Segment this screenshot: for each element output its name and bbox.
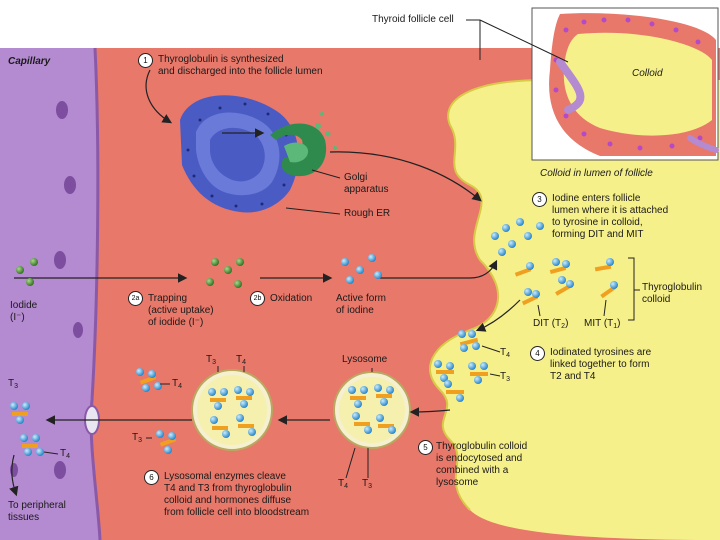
step-1-line-2: and discharged into the follicle lumen xyxy=(158,66,323,77)
capillary-t3-label: T3 xyxy=(8,378,19,390)
lysosome-right xyxy=(333,371,411,449)
to-peripheral-line-1: To peripheral xyxy=(8,500,66,511)
rough-er-label: Rough ER xyxy=(344,208,391,219)
capillary-label: Capillary xyxy=(8,56,51,67)
step-1-badge: 1 xyxy=(138,53,153,68)
colloid-in-lumen-label: Colloid in lumen of follicle xyxy=(540,168,653,179)
dit-mit-molecules xyxy=(514,258,618,306)
step-1-line-1: Thyroglobulin is synthesized xyxy=(158,54,284,65)
step-4-line-1: Iodinated tyrosines are xyxy=(550,347,652,358)
active-iodine-line-1: Active form xyxy=(336,293,387,304)
free-t3-label: T3 xyxy=(132,432,143,444)
golgi-apparatus xyxy=(270,112,337,177)
iodide-label: Iodide xyxy=(10,300,38,311)
golgi-label-1: Golgi xyxy=(344,172,368,183)
step-6-badge: 6 xyxy=(144,470,159,485)
left-lysosome-t3-label: T3 xyxy=(206,354,217,366)
step-6-line-2: T4 and T3 from thyroglobulin xyxy=(164,483,292,494)
step-3-badge: 3 xyxy=(532,192,547,207)
step-2a-line-1: Trapping xyxy=(148,293,188,304)
step-4-line-2: linked together to form xyxy=(550,359,650,370)
step-3-line-1: Iodine enters follicle xyxy=(552,193,641,204)
thyroglobulin-colloid-line-1: Thyroglobulin xyxy=(642,282,703,293)
capillary xyxy=(0,48,100,540)
step-5-line-1: Thyroglobulin colloid xyxy=(436,441,528,452)
step-2a-line-2: (active uptake) xyxy=(148,305,214,316)
thyroglobulin-colloid-line-2: colloid xyxy=(642,294,671,305)
t3-t4-colloid xyxy=(434,330,488,402)
thyroid-follicle-cell-label: Thyroid follicle cell xyxy=(372,14,454,25)
step-3-line-3: to tyrosine in colloid, xyxy=(552,217,643,228)
step-4-line-3: T2 and T4 xyxy=(550,371,596,382)
lysosome-label: Lysosome xyxy=(342,354,388,365)
free-t4-label: T4 xyxy=(172,378,183,390)
free-hormones xyxy=(10,368,177,456)
step-5-badge: 5 xyxy=(418,440,433,455)
step-3-line-2: lumen where it is attached xyxy=(552,205,669,216)
step-5-line-4: lysosome xyxy=(436,477,479,488)
golgi-label-2: apparatus xyxy=(344,184,389,195)
mit-label: MIT (T1) xyxy=(584,318,621,330)
step-3-line-4: forming DIT and MIT xyxy=(552,229,644,240)
left-lysosome-t4-label: T4 xyxy=(236,354,247,366)
dit-label: DIT (T2) xyxy=(533,318,569,330)
iodide-ion-label: (I⁻) xyxy=(10,312,25,323)
active-iodine-line-2: of iodine xyxy=(336,305,374,316)
follicle-inset xyxy=(531,7,719,161)
step-6-line-3: colloid and hormones diffuse xyxy=(164,495,292,506)
step-2b-badge: 2b xyxy=(250,291,265,306)
t4-colloid-label: T4 xyxy=(500,347,511,359)
step-2a-badge: 2a xyxy=(128,291,143,306)
step-5-line-2: is endocytosed and xyxy=(436,453,523,464)
step-4-badge: 4 xyxy=(530,346,545,361)
lysosome-left xyxy=(191,369,273,451)
to-peripheral-line-2: tissues xyxy=(8,512,40,523)
step-5-line-3: combined with a xyxy=(436,465,509,476)
capillary-t4-label: T4 xyxy=(60,448,71,460)
lysosome-t4-label: T4 xyxy=(338,478,349,490)
colloid-lumen xyxy=(430,80,720,540)
step-2b-line-1: Oxidation xyxy=(270,293,313,304)
t3-colloid-label: T3 xyxy=(500,371,511,383)
step-6-line-1: Lysosomal enzymes cleave xyxy=(164,471,286,482)
step-2a-line-3: of iodide (I⁻) xyxy=(148,317,204,328)
lysosome-t3-label: T3 xyxy=(362,478,373,490)
step-6-line-4: from follicle cell into bloodstream xyxy=(164,507,310,518)
inset-colloid-label: Colloid xyxy=(632,68,663,79)
